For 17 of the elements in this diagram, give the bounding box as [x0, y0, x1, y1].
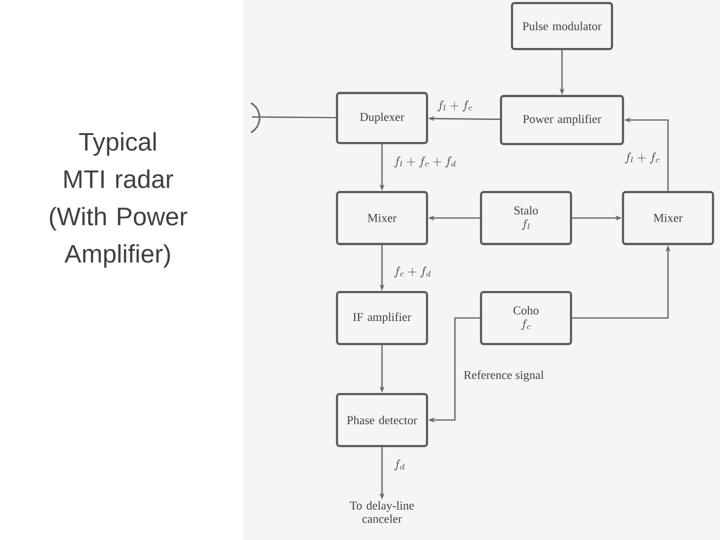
- block-box: Power amplifier: [500, 94, 624, 146]
- edge-label: $f_l+f_c$: [623, 151, 662, 165]
- block-box: Mixer: [622, 190, 714, 246]
- edge-label: $f_l+f_c+f_d$: [392, 155, 458, 169]
- destination-label: To delay-line canceler: [350, 501, 414, 523]
- antenna-drawing: [250, 102, 265, 134]
- block-box: Phase detector: [336, 392, 428, 448]
- edge-label: $f_c+f_d$: [392, 265, 433, 279]
- block-box: Duplexer: [336, 92, 428, 144]
- block-box: Mixer: [336, 190, 428, 246]
- title: Typical MTI radar (With Power Amplifier): [50, 132, 188, 268]
- block-box: Stalo $f_l$: [480, 190, 572, 246]
- edge-label: $f_l+f_c$: [436, 99, 474, 113]
- block-box: Pulse modulator: [510, 2, 614, 50]
- edge-label: Reference signal: [462, 369, 546, 383]
- block-box: Coho $f_c$: [480, 290, 572, 346]
- block-box: IF amplifier: [336, 290, 428, 346]
